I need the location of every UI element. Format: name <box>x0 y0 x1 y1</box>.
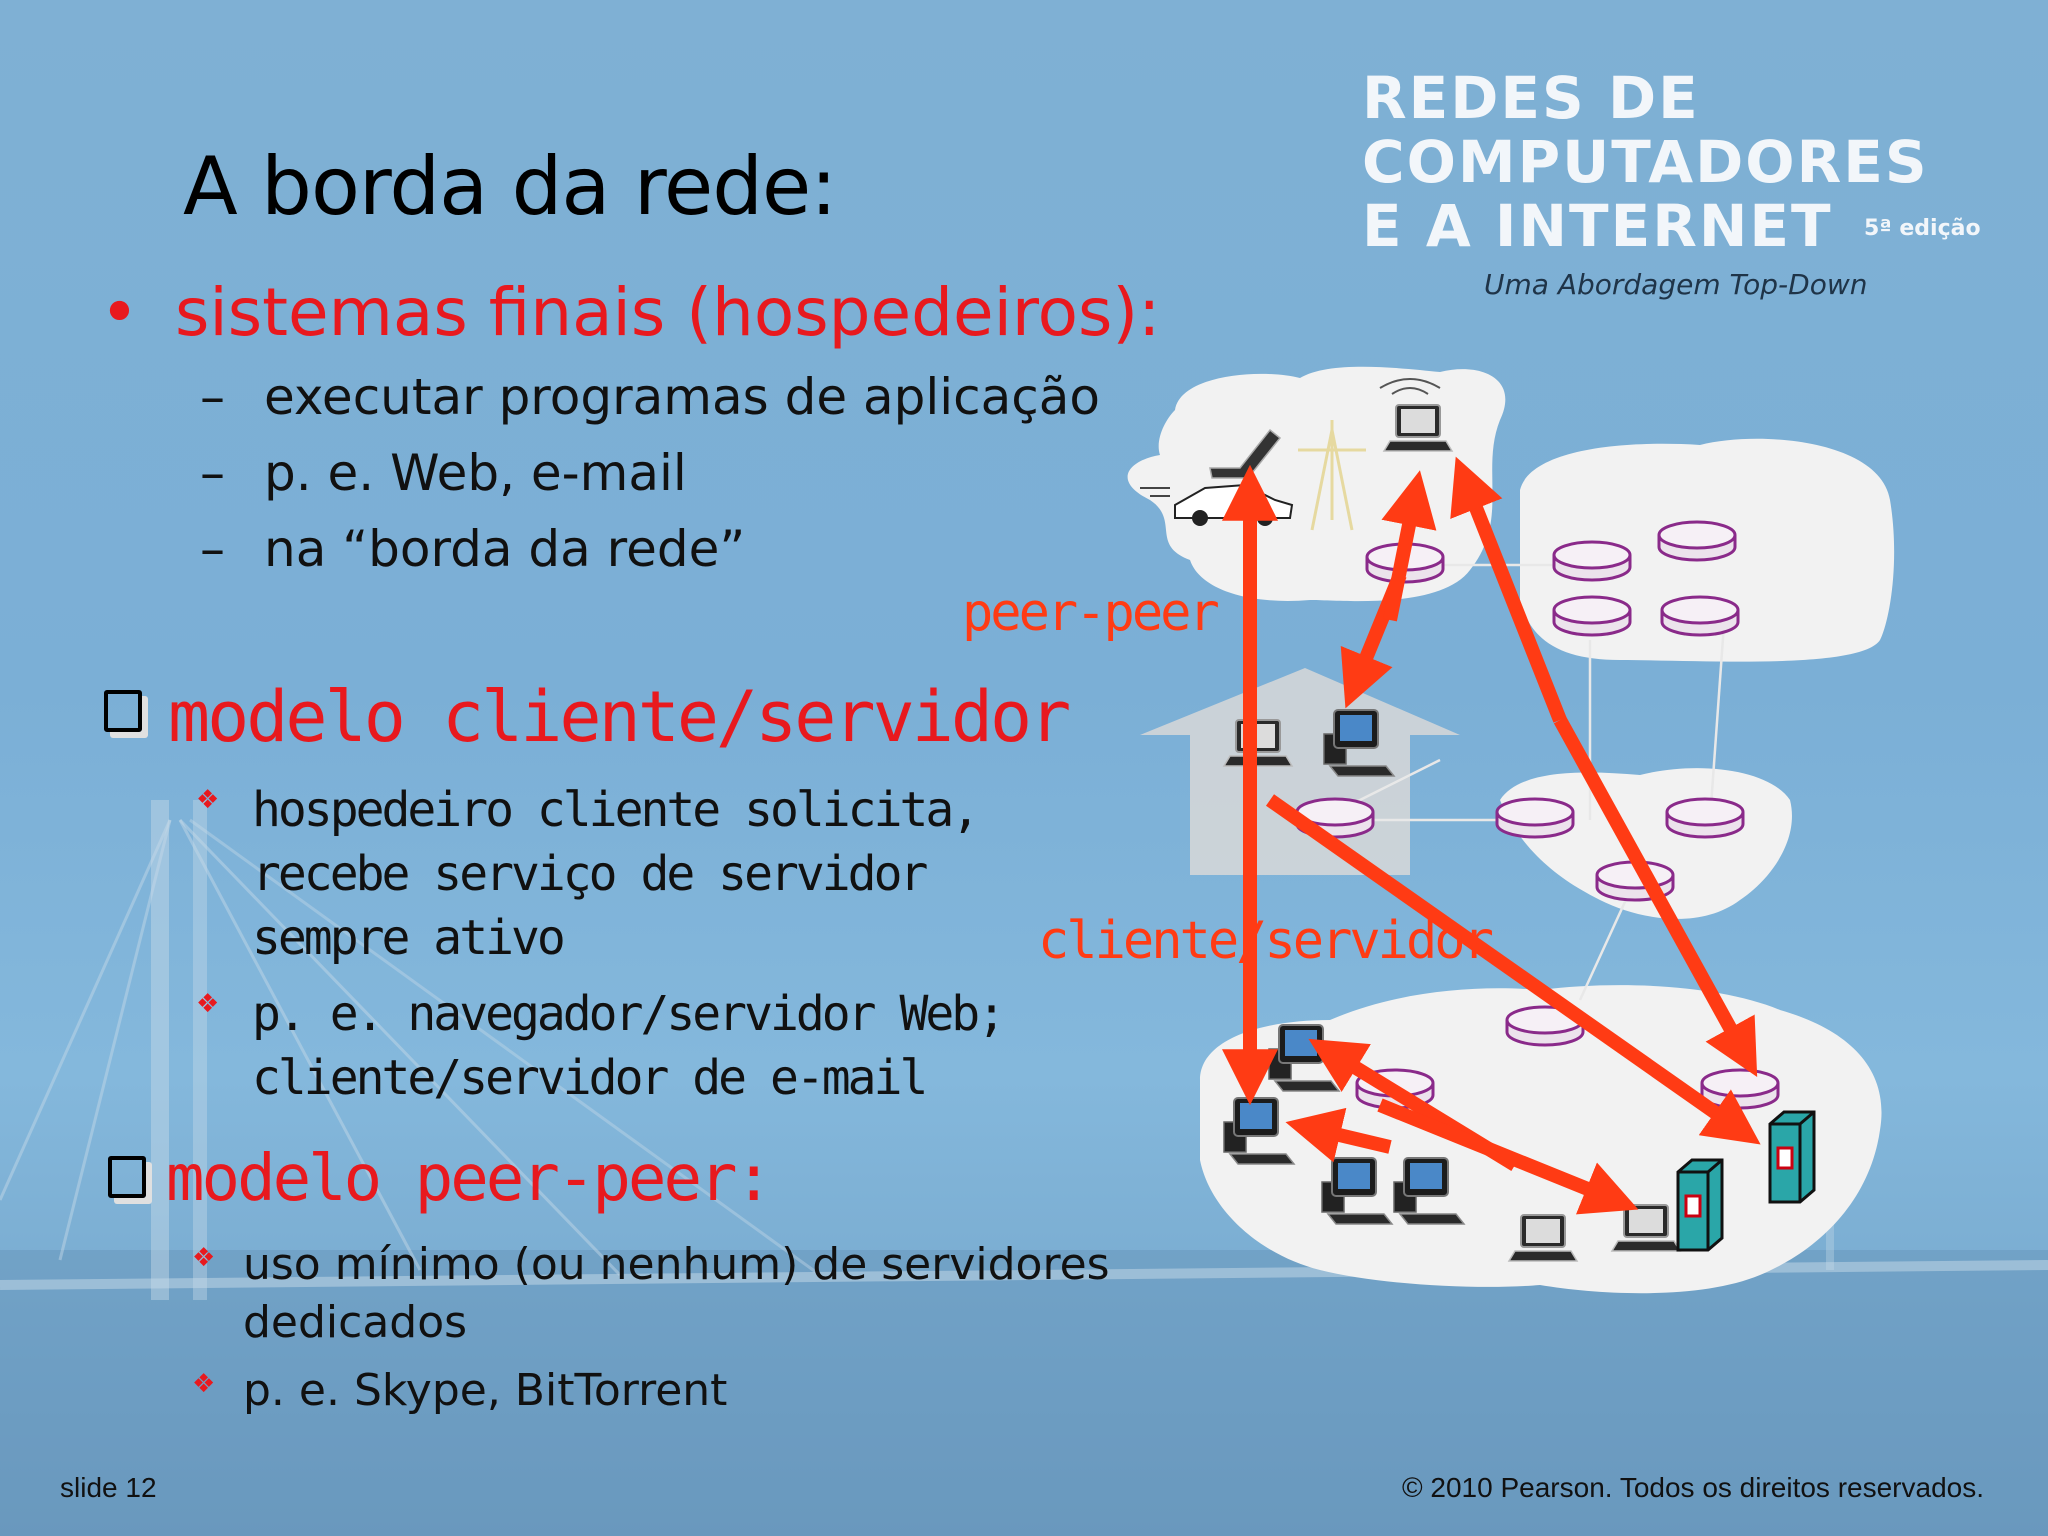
square-bullet-icon <box>108 1156 146 1198</box>
label-peer-peer: peer-peer <box>962 583 1218 643</box>
heading-peer-peer: modelo peer-peer: <box>166 1142 773 1216</box>
square-bullet-icon <box>104 690 142 732</box>
bullet-end-systems-text: sistemas finais (hospedeiros): <box>175 274 1161 351</box>
copyright: © 2010 Pearson. Todos os direitos reserv… <box>1402 1472 1984 1503</box>
item-line: sempre ativo <box>252 910 566 966</box>
brand-line-3: E A INTERNET <box>1362 192 1833 260</box>
label-client-server: cliente/servidor <box>1038 911 1493 971</box>
item-line: uso mínimo (ou nenhum) de servidores <box>243 1239 1110 1290</box>
brand-edition: 5ª edição <box>1864 216 1981 241</box>
router-icon <box>1495 797 1575 839</box>
dash-marker: – <box>200 368 225 426</box>
brand-line-2: COMPUTADORES <box>1362 128 1929 196</box>
cell-tower-icon <box>1298 420 1366 531</box>
book-brand: REDES DE COMPUTADORES E A INTERNET 5ª ed… <box>1362 64 1981 301</box>
diamond-bullet-icon: ❖ <box>196 784 220 814</box>
item-line: dedicados <box>243 1297 468 1348</box>
router-icon <box>1660 595 1740 637</box>
slide-number: slide 12 <box>60 1472 157 1503</box>
brand-line-1: REDES DE <box>1362 64 1700 132</box>
bullet-dot: • <box>100 274 139 351</box>
peer-peer-item-2: p. e. Skype, BitTorrent <box>243 1362 727 1420</box>
item-line: cliente/servidor de e-mail <box>252 1050 928 1106</box>
diamond-bullet-icon: ❖ <box>196 988 220 1018</box>
heading-client-server: modelo cliente/servidor <box>168 676 1071 758</box>
item-line: hospedeiro cliente solicita, <box>252 782 980 838</box>
dash-marker: – <box>200 444 225 502</box>
server-icon <box>1768 1110 1816 1204</box>
item-line: p. e. Skype, BitTorrent <box>243 1365 728 1416</box>
peer-peer-item-1: uso mínimo (ou nenhum) de servidores ded… <box>243 1236 1110 1352</box>
router-icon <box>1657 520 1737 562</box>
item-line: recebe serviço de servidor <box>252 846 928 902</box>
sub-item-text: executar programas de aplicação <box>264 368 1100 426</box>
dash-marker: – <box>200 520 225 578</box>
item-line: p. e. navegador/servidor Web; <box>252 986 1006 1042</box>
sub-item-text: p. e. Web, e-mail <box>264 444 687 502</box>
slide-title: A borda da rede: <box>183 140 837 233</box>
router-icon <box>1700 1068 1780 1110</box>
diamond-bullet-icon: ❖ <box>192 1242 216 1272</box>
client-server-item-2: p. e. navegador/servidor Web; cliente/se… <box>252 982 1006 1110</box>
server-icon <box>1676 1158 1724 1252</box>
client-server-item-1: hospedeiro cliente solicita, recebe serv… <box>252 778 980 970</box>
brand-subtitle: Uma Abordagem Top-Down <box>1484 268 1868 301</box>
router-icon <box>1552 595 1632 637</box>
diamond-bullet-icon: ❖ <box>192 1368 216 1398</box>
sub-item-text: na “borda da rede” <box>264 520 746 578</box>
router-icon <box>1665 797 1745 839</box>
router-icon <box>1552 540 1632 582</box>
